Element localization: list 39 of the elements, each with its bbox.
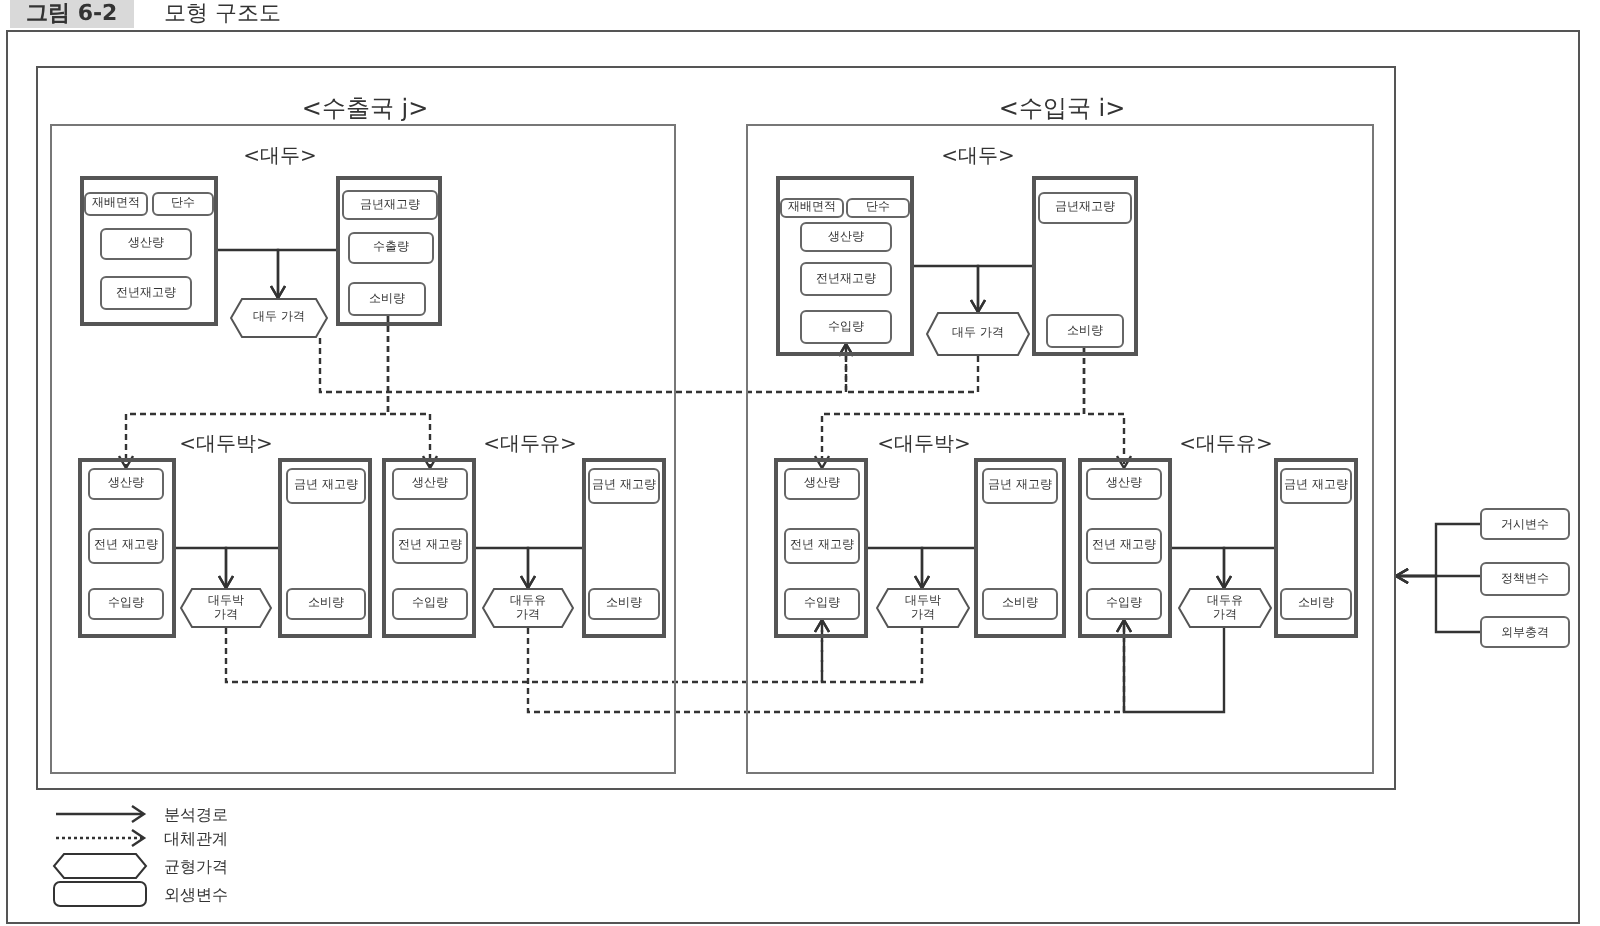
panel-heading: <수출국 j> xyxy=(301,92,429,126)
arrow xyxy=(913,546,974,590)
variable-group-box xyxy=(78,458,176,638)
arrow xyxy=(269,248,336,300)
arrow xyxy=(1082,348,1133,470)
legend-label: 분석경로 xyxy=(164,804,228,826)
variable-group-box xyxy=(582,458,666,638)
section-heading: <대두유> xyxy=(1179,432,1273,458)
variable-group-box xyxy=(974,458,1066,638)
arrow xyxy=(1215,546,1274,590)
frame-box xyxy=(36,66,1396,790)
arrow xyxy=(813,618,924,684)
panel-heading: <수입국 i> xyxy=(998,92,1126,126)
arrow xyxy=(837,342,980,394)
arrow xyxy=(969,264,1032,314)
figure-title: 모형 구조도 xyxy=(164,0,281,28)
legend-label: 외생변수 xyxy=(164,884,228,906)
section-heading: <대두> xyxy=(243,144,317,170)
arrow xyxy=(1115,618,1226,714)
arrow xyxy=(519,546,582,590)
section-heading: <대두박> xyxy=(877,432,971,458)
variable-group-box xyxy=(278,458,372,638)
legend-label: 대체관계 xyxy=(164,828,228,850)
section-heading: <대두박> xyxy=(179,432,273,458)
variable-group-box xyxy=(1078,458,1172,638)
section-heading: <대두유> xyxy=(483,432,577,458)
variable-group-box xyxy=(1274,458,1358,638)
figure-number-tag: 그림 6-2 xyxy=(10,0,134,28)
legend-label: 균형가격 xyxy=(164,856,228,878)
variable-group-box xyxy=(776,176,914,356)
variable-group-box xyxy=(774,458,868,638)
arrow xyxy=(1394,567,1480,634)
arrow xyxy=(386,316,439,470)
section-heading: <대두> xyxy=(941,144,1015,170)
variable-group-box xyxy=(336,176,442,326)
variable-group-box xyxy=(382,458,476,638)
variable-group-box xyxy=(1032,176,1138,356)
arrow xyxy=(217,546,278,590)
variable-group-box xyxy=(80,176,218,326)
